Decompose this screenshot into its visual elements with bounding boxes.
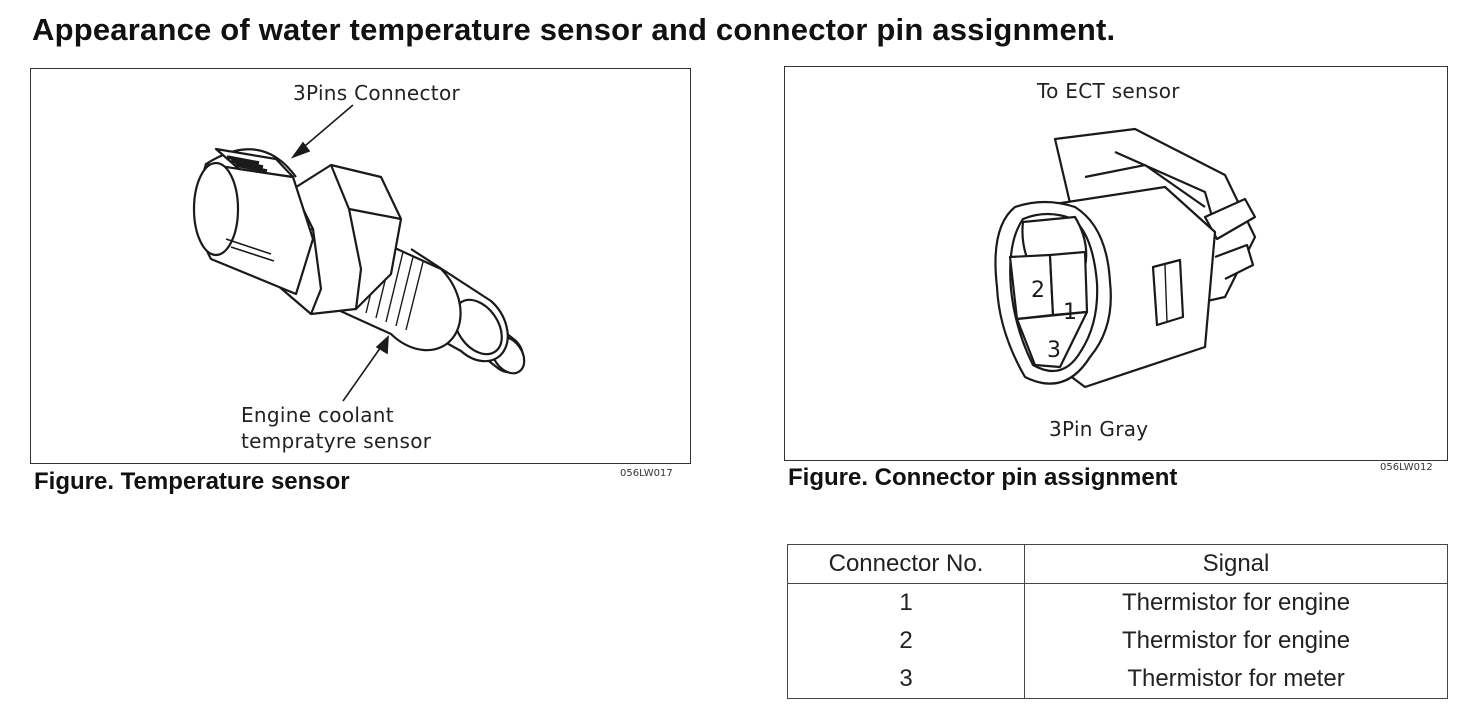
left-figure-code: 056LW017 <box>620 468 673 479</box>
connector-number-cell: 1 <box>787 583 1025 622</box>
sensor-label-line2: tempratyre sensor <box>241 429 432 453</box>
pin-3-number: 3 <box>1047 338 1061 363</box>
pin-gray-label: 3Pin Gray <box>1049 417 1149 441</box>
temperature-sensor-figure: 3Pins Connector Engine coolant tempratyr… <box>30 68 691 464</box>
pin-2-number: 2 <box>1031 278 1045 303</box>
ect-sensor-label: To ECT sensor <box>1037 79 1180 103</box>
signal-cell: Thermistor for engine <box>1024 622 1448 660</box>
connector-label: 3Pins Connector <box>293 81 461 105</box>
table-row: 2 Thermistor for engine <box>787 622 1448 660</box>
signal-cell: Thermistor for engine <box>1024 583 1448 622</box>
right-figure-code: 056LW012 <box>1380 462 1433 473</box>
left-figure-caption: Figure. Temperature sensor <box>34 468 350 495</box>
table-header-row: Connector No. Signal <box>787 544 1448 584</box>
pin-assignment-table: Connector No. Signal 1 Thermistor for en… <box>787 544 1448 699</box>
right-figure-caption: Figure. Connector pin assignment <box>788 464 1178 491</box>
signal-cell: Thermistor for meter <box>1024 660 1448 699</box>
column-header-connector-no: Connector No. <box>787 544 1025 584</box>
table-row: 3 Thermistor for meter <box>787 660 1448 699</box>
connector-number-cell: 3 <box>787 660 1025 699</box>
temperature-sensor-illustration <box>192 104 526 402</box>
connector-illustration: 2 1 3 <box>994 127 1257 389</box>
connector-number-cell: 2 <box>787 622 1025 660</box>
page-title: Appearance of water temperature sensor a… <box>32 12 1116 47</box>
column-header-signal: Signal <box>1024 544 1448 584</box>
pin-1-number: 1 <box>1063 300 1077 325</box>
connector-pin-figure: 2 1 3 To ECT sensor 3Pin Gray <box>784 66 1448 461</box>
table-row: 1 Thermistor for engine <box>787 583 1448 622</box>
sensor-label-line1: Engine coolant <box>241 403 394 427</box>
